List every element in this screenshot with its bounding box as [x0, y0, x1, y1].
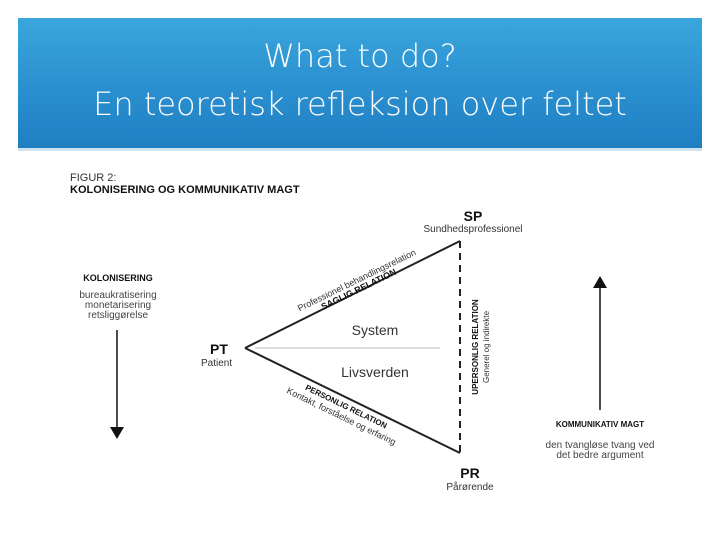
figure-label: FIGUR 2: — [70, 172, 116, 184]
left-block-heading: KOLONISERING — [83, 273, 153, 283]
left-block-line-2: monetarisering — [85, 300, 151, 311]
edge-bottom — [244, 347, 461, 454]
edge-right-main: UPERSONLIG RELATION — [471, 299, 480, 395]
edge-right-sub: Generel og indirekte — [482, 310, 491, 383]
down-arrow-icon — [110, 427, 124, 439]
edge-top — [244, 240, 461, 349]
right-block-heading: KOMMUNIKATIV MAGT — [556, 420, 644, 429]
left-block-line-3: retsliggørelse — [88, 310, 148, 321]
right-block-line-1: den tvangløse tvang ved — [546, 440, 655, 451]
figure-2: FIGUR 2: KOLONISERING OG KOMMUNIKATIV MA… — [40, 155, 680, 500]
node-pr-name: Pårørende — [446, 481, 494, 493]
up-arrow-icon — [593, 276, 607, 288]
node-pr-code: PR — [460, 465, 479, 481]
inner-system: System — [352, 322, 399, 338]
slide-title: What to do? En teoretisk refleksion over… — [18, 32, 702, 128]
inner-livsverden: Livsverden — [341, 364, 409, 380]
node-pt-name: Patient — [201, 358, 232, 369]
node-pt-code: PT — [210, 341, 228, 357]
title-line-2: En teoretisk refleksion over feltet — [93, 85, 627, 123]
title-bar: What to do? En teoretisk refleksion over… — [18, 18, 702, 151]
node-sp-name: Sundhedsprofessionel — [424, 224, 523, 235]
figure-heading: KOLONISERING OG KOMMUNIKATIV MAGT — [70, 184, 300, 196]
figure-svg: FIGUR 2: KOLONISERING OG KOMMUNIKATIV MA… — [70, 172, 655, 493]
right-block-line-2: det bedre argument — [556, 450, 644, 461]
left-block-line-1: bureaukratisering — [79, 290, 156, 301]
title-line-1: What to do? — [263, 37, 457, 75]
node-sp-code: SP — [464, 208, 483, 224]
edge-top-sub: Professionel behandlingsrelation — [296, 247, 417, 313]
